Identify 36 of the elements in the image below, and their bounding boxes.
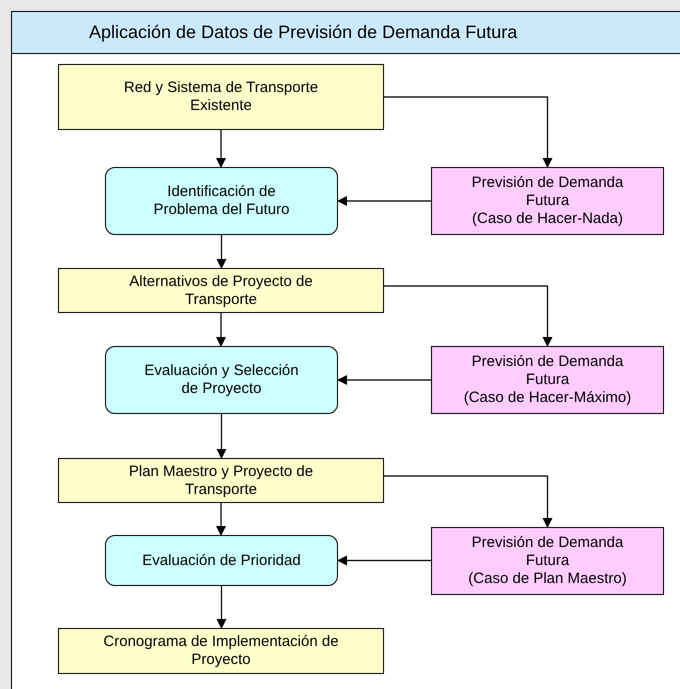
arrow [337,196,431,206]
process-box [105,167,338,235]
arrow [384,285,552,347]
box-label: Evaluación y Selección de Proyecto [144,362,299,398]
process-box [105,346,338,414]
arrow [216,313,226,347]
box-label: Evaluación de Prioridad [142,552,301,570]
arrow [216,586,226,629]
box-label: Previsión de Demanda Futura [470,174,624,210]
box-label: Red y Sistema de Transporte Existente [122,79,320,115]
arrow [384,96,552,168]
forecast-box [431,167,664,235]
document-box [58,458,384,503]
case-label: (Caso de Plan Maestro) [468,570,627,588]
box-label: Identificación de Problema del Futuro [152,183,290,219]
arrow [216,414,226,459]
box-label: Cronograma de Implementación de Proyecto [102,633,340,669]
box-label: Previsión de Demanda Futura [470,534,624,570]
arrow [337,375,431,385]
forecast-box [431,527,664,595]
arrow [216,503,226,536]
document-box [58,268,384,313]
forecast-box [431,346,664,414]
arrow [384,475,552,528]
case-label: (Caso de Hacer-Nada) [472,210,623,228]
box-label: Previsión de Demanda Futura [470,353,624,389]
box-label: Plan Maestro y Proyecto de Transporte [128,462,314,498]
document-box [58,628,384,674]
arrow [216,235,226,269]
arrow [337,556,431,566]
arrow [216,130,226,168]
title-band: Aplicación de Datos de Previsión de Demanda Futura [11,11,680,54]
box-label: Alternativos de Proyecto de Transporte [128,272,314,308]
case-label: (Caso de Hacer-Máximo) [464,389,632,407]
process-box [105,535,338,586]
document-box [58,64,384,130]
